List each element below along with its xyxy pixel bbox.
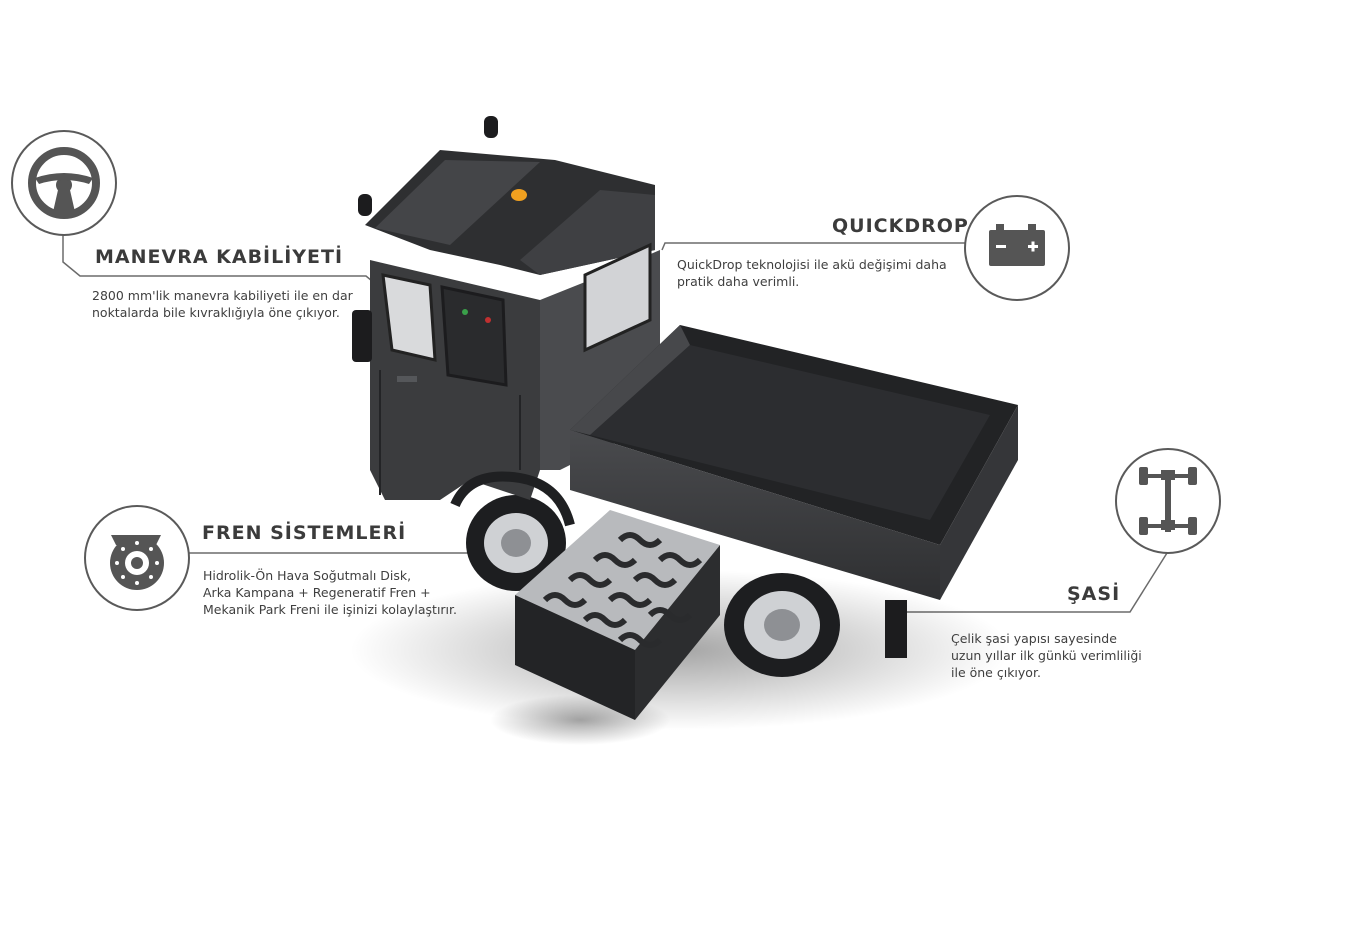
chassis-desc-line: ile öne çıkıyor. [951,665,1041,680]
brakes-description: Hidrolik-Ön Hava Soğutmalı Disk, Arka Ka… [203,567,457,618]
brakes-desc-line: Mekanik Park Freni ile işinizi kolaylaşt… [203,602,457,617]
steering-wheel-icon [28,147,100,219]
brakes-icon-circle [84,505,190,611]
battery-icon [989,224,1045,266]
maneuver-description: 2800 mm'lik manevra kabiliyeti ile en da… [92,287,353,321]
chassis-description: Çelik şasi yapısı sayesinde uzun yıllar … [951,630,1142,681]
maneuver-icon-circle [11,130,117,236]
chassis-desc-line: Çelik şasi yapısı sayesinde [951,631,1117,646]
brakes-desc-line: Hidrolik-Ön Hava Soğutmalı Disk, [203,568,412,583]
brakes-title: FREN SİSTEMLERİ [202,522,407,544]
quickdrop-desc-line: QuickDrop teknolojisi ile akü değişimi d… [677,257,947,272]
brakes-desc-line: Arka Kampana + Regeneratif Fren + [203,585,431,600]
chassis-desc-line: uzun yıllar ilk günkü verimliliği [951,648,1142,663]
electric-utility-truck-image [350,116,1018,745]
quickdrop-icon-circle [964,195,1070,301]
chassis-icon [1139,467,1197,535]
quickdrop-description: QuickDrop teknolojisi ile akü değişimi d… [677,256,947,290]
maneuver-desc-line: 2800 mm'lik manevra kabiliyeti ile en da… [92,288,353,303]
brake-disc-icon [110,535,164,590]
chassis-icon-circle [1115,448,1221,554]
quickdrop-desc-line: pratik daha verimli. [677,274,800,289]
chassis-title: ŞASİ [1067,583,1121,605]
quickdrop-title: QUICKDROP [832,215,969,237]
maneuver-desc-line: noktalarda bile kıvraklığıyla öne çıkıyo… [92,305,340,320]
maneuver-title: MANEVRA KABİLİYETİ [95,246,344,268]
